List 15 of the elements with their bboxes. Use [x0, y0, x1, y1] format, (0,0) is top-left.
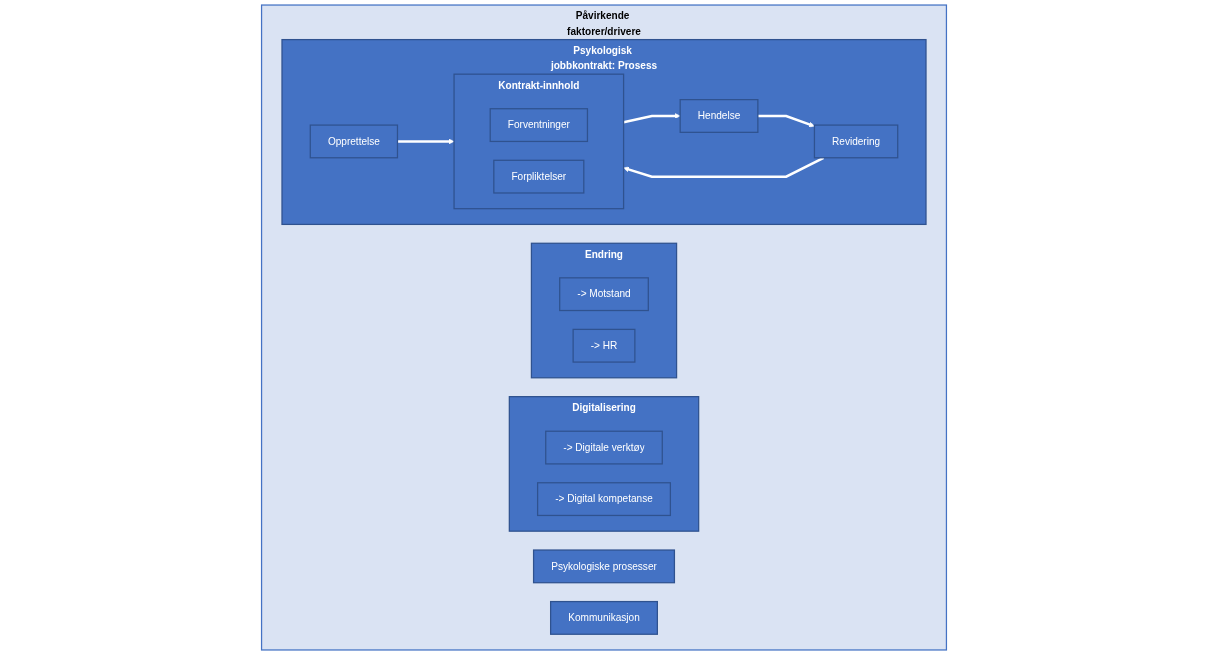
node-box: Psykologiske prosesser — [532, 549, 676, 584]
node-box: -> Digitale verktøy — [545, 430, 663, 465]
node-box: Forpliktelser — [493, 159, 585, 194]
node-box: Opprettelse — [309, 124, 399, 159]
node-box: Forventninger — [489, 108, 589, 143]
node-box: -> HR — [572, 328, 636, 363]
arrow — [397, 138, 455, 145]
arrow — [623, 156, 825, 178]
node-box: Kommunikasjon — [550, 600, 658, 635]
arrow — [757, 114, 815, 128]
node-box: -> Motstand — [559, 277, 649, 312]
node-box: Hendelse — [679, 99, 759, 133]
node-box: Revidering — [813, 124, 899, 159]
arrow — [623, 113, 681, 124]
node-box: -> Digital kompetanse — [537, 482, 671, 517]
